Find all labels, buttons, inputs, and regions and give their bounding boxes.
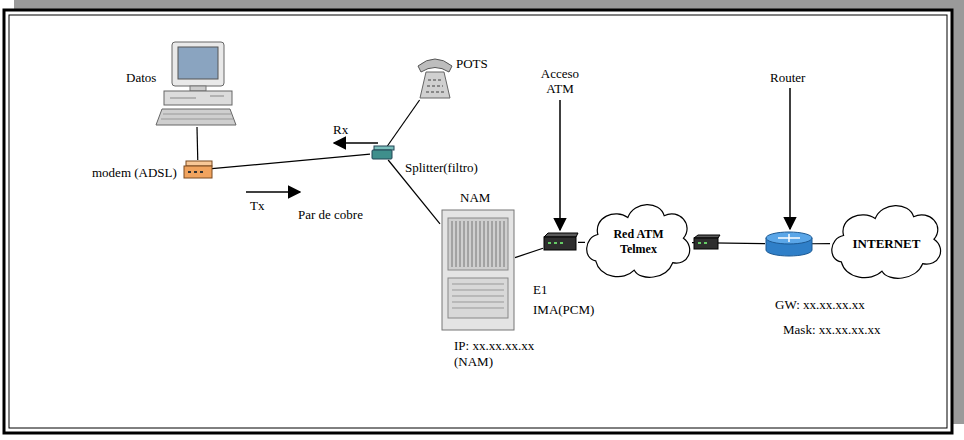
splitter-top [374, 146, 394, 150]
splitter-icon [372, 146, 394, 159]
equipment-node: modem (ADSL) [184, 160, 212, 180]
frame-outer [4, 10, 952, 433]
device-front [544, 237, 576, 250]
equipment-label: NAM [460, 190, 490, 205]
modem-front [184, 166, 212, 178]
equipment-label: Acceso ATM [535, 66, 585, 96]
rack-vents [452, 284, 504, 308]
equipment-node: Acceso ATM [543, 233, 578, 252]
equipment-label: modem (ADSL) [92, 165, 177, 180]
connection-line [578, 242, 585, 243]
router-top [766, 232, 812, 244]
equipment-label: Datos [126, 70, 156, 85]
atm-edge-device [694, 235, 720, 249]
computer-icon [156, 42, 236, 125]
connection-line [212, 154, 370, 169]
connection-line [812, 243, 830, 244]
equipment-node: NAM [440, 210, 515, 330]
tx-arrow [246, 191, 300, 193]
phone-keypad [426, 80, 444, 92]
keyboard [156, 109, 236, 125]
cloud-label: INTERNET [853, 236, 921, 251]
annotation-label: IP: xx.xx.xx.xx [454, 338, 534, 353]
connection-line [515, 248, 543, 257]
rack-shelf [448, 218, 508, 270]
frame-inner [9, 15, 947, 428]
router-arrows [778, 234, 800, 242]
monitor-case [172, 42, 224, 86]
network-cloud: INTERNET [830, 196, 943, 290]
equipment-label: POTS [456, 56, 488, 71]
device-lights [548, 242, 563, 244]
equipment-node: POTS [418, 56, 452, 100]
annotation-label: Rx [333, 122, 348, 137]
rack-cabinet [442, 210, 514, 330]
phone-handset [418, 59, 452, 72]
rack-cards [452, 221, 504, 267]
annotation-label: (NAM) [454, 354, 493, 369]
keyboard-keys [161, 114, 233, 119]
leader-arrow [559, 100, 561, 230]
annotation-label: GW: xx.xx.xx.xx [775, 297, 865, 312]
modem-lights [188, 171, 203, 173]
rx-arrow [334, 142, 378, 144]
atm-access-device [544, 233, 578, 250]
connection-line [196, 127, 198, 160]
equipment-node: Splitter(filtro) [370, 146, 395, 160]
cloud-outline-path [587, 205, 690, 278]
network-cloud: Red ATM Telmex [585, 195, 692, 289]
leader-arrow [789, 88, 791, 229]
equipment-label: Splitter(filtro) [405, 160, 478, 175]
monitor-neck [190, 86, 206, 91]
drive-slot [170, 96, 224, 98]
device-top [544, 233, 578, 237]
computer-case [164, 91, 232, 105]
connection-line [387, 100, 419, 146]
equipment-node: Datos [158, 42, 234, 127]
modem-top [186, 161, 212, 166]
splitter-body [372, 150, 392, 159]
equipment-label: Router [770, 70, 805, 85]
router-icon [766, 232, 812, 256]
annotation-label: IMA(PCM) [533, 302, 594, 317]
annotation-label: Mask: xx.xx.xx.xx [783, 322, 881, 337]
phone-base [420, 72, 450, 98]
cloud-label: Red ATM Telmex [610, 227, 668, 257]
device-lights [698, 242, 707, 244]
annotation-label: E1 [533, 282, 547, 297]
modem-icon [184, 161, 212, 178]
device-front [694, 238, 718, 249]
nam-rack-icon [442, 210, 514, 330]
rack-lower-shelf [448, 278, 508, 318]
phone-icon [418, 59, 452, 98]
equipment-node: Router [765, 232, 812, 256]
monitor-screen [178, 47, 218, 79]
cloud-outline-path [832, 206, 941, 279]
annotation-label: Tx [250, 198, 264, 213]
annotation-label: Par de cobre [298, 207, 363, 222]
